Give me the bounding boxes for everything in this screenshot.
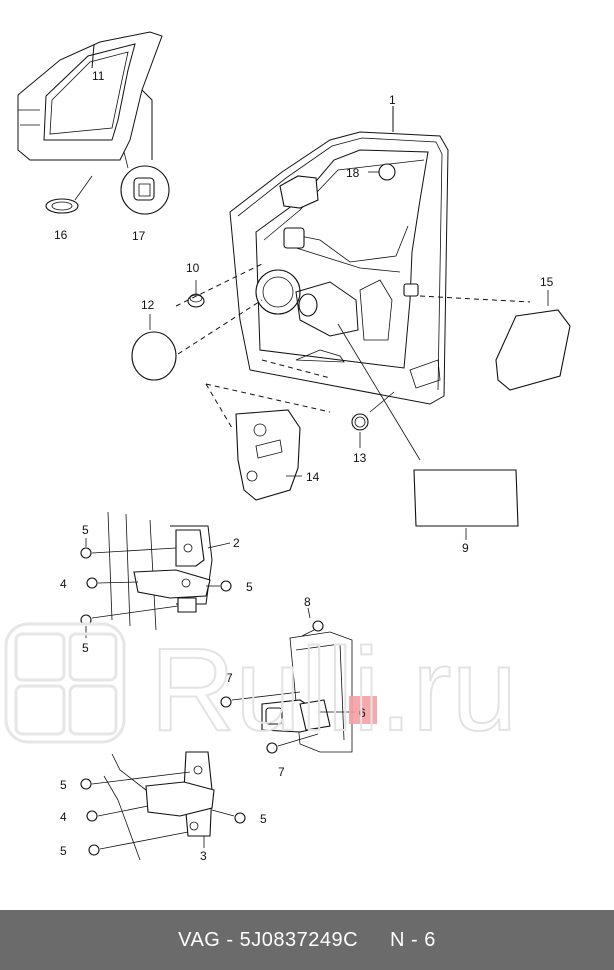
bolt-lower-5b (211, 809, 246, 824)
callout-17: 17 (132, 229, 146, 243)
bolt-upper-5b (206, 580, 232, 592)
footer-part-number: VAG - 5J0837249C (178, 928, 359, 951)
seal-part-16 (45, 175, 93, 214)
callout-4a: 4 (60, 577, 67, 591)
upper-hinge-group (80, 511, 232, 638)
footer-position: N - 6 (390, 928, 436, 951)
parts-diagram: 1 2 3 4 4 5 5 5 5 5 5 6 7 7 8 9 10 11 12… (17, 31, 571, 863)
callout-16: 16 (54, 228, 68, 242)
callout-18: 18 (346, 166, 360, 180)
bolt-lower-5c (88, 831, 189, 856)
callout-8: 8 (304, 595, 311, 609)
body-side-frame (17, 31, 163, 161)
grommet-part-10 (187, 280, 205, 308)
callout-14: 14 (306, 470, 320, 484)
callout-5b: 5 (246, 580, 253, 594)
callout-13: 13 (353, 451, 367, 465)
callout-5f: 5 (60, 844, 67, 858)
screw-8 (301, 620, 324, 637)
bolt-upper-5a (80, 547, 177, 559)
bolt-upper-4 (86, 577, 139, 589)
callout-15: 15 (540, 275, 554, 289)
plug-part-18 (368, 163, 396, 181)
door-assembly (229, 106, 449, 405)
check-strap-group (220, 607, 356, 754)
bolt-lower-4 (86, 805, 149, 822)
callout-7a: 7 (226, 671, 233, 685)
callout-6: 6 (359, 706, 366, 720)
foil-part-15 (419, 290, 571, 391)
screw-7b (266, 733, 319, 754)
callout-11: 11 (92, 69, 105, 83)
lower-hinge-group (80, 751, 246, 861)
detail-circle-17 (120, 151, 170, 215)
callout-9: 9 (462, 541, 469, 555)
explode-lines (205, 359, 331, 429)
callout-12: 12 (141, 298, 155, 312)
callout-3: 3 (200, 849, 207, 863)
callout-5a: 5 (82, 523, 89, 537)
callout-10: 10 (186, 261, 200, 275)
callout-7b: 7 (278, 765, 285, 779)
callout-1: 1 (389, 93, 396, 107)
callout-labels: 1 2 3 4 4 5 5 5 5 5 5 6 7 7 8 9 10 11 12… (54, 69, 554, 863)
cover-part-12 (131, 263, 263, 381)
footer-bar: VAG - 5J0837249C N - 6 (0, 910, 614, 970)
panel-part-9 (337, 323, 519, 540)
callout-5d: 5 (60, 778, 67, 792)
callout-5e: 5 (260, 812, 267, 826)
callout-5c: 5 (82, 641, 89, 655)
callout-4b: 4 (60, 810, 67, 824)
carrier-part-14 (235, 409, 302, 501)
bolt-lower-5a (80, 771, 191, 790)
callout-2: 2 (233, 536, 240, 550)
highlight-box (349, 696, 377, 724)
ring-part-13 (351, 391, 395, 448)
screw-7a (220, 691, 301, 708)
